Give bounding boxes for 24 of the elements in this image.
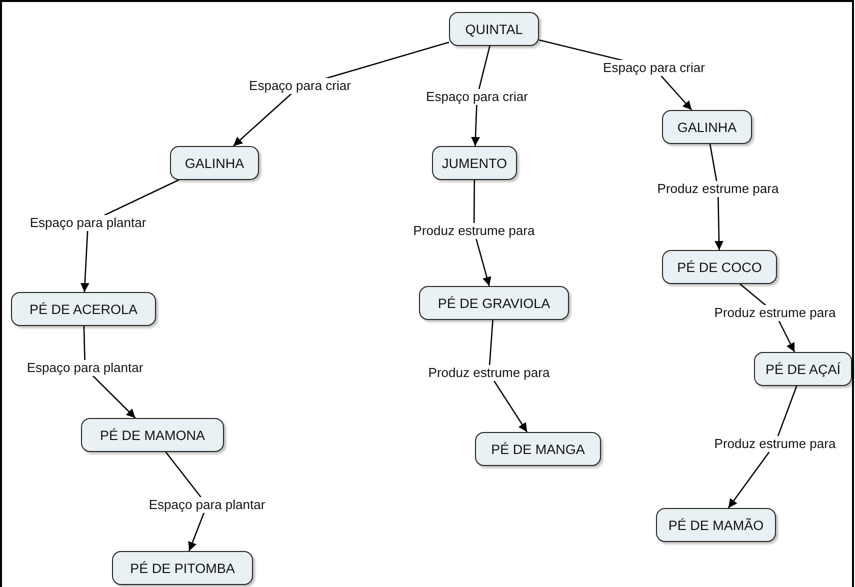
edge-label: Produz estrume para [411,223,537,239]
edge-label: Produz estrume para [426,365,552,381]
edge-label: Espaço para plantar [146,497,268,513]
edge-label: Produz estrume para [712,305,838,321]
concept-box: PÉ DE AÇAÍ [754,352,852,386]
arrow [728,386,798,508]
concept-box: GALINHA [662,110,752,144]
concept-box: PÉ DE ACEROLA [11,292,156,326]
edge-label: Espaço para criar [424,89,530,105]
edge-label: Espaço para plantar [28,215,148,231]
edge-label: Espaço para plantar [24,360,146,376]
concept-box: PÉ DE PITOMBA [112,551,253,585]
edge-label: Produz estrume para [712,436,838,452]
edge-label: Produz estrume para [655,181,781,197]
edge-label: Espaço para criar [601,60,707,76]
concept-box: PÉ DE MANGA [475,432,601,466]
concept-box: PÉ DE MAMONA [81,418,224,452]
edge-label: Espaço para criar [247,78,353,94]
concept-box: GALINHA [170,146,259,180]
concept-box: PÉ DE MAMÃO [656,508,776,542]
concept-box: JUMENTO [432,146,517,180]
concept-box: PÉ DE GRAVIOLA [419,286,569,320]
concept-box: PÉ DE COCO [662,250,777,284]
concept-box: QUINTAL [449,12,539,46]
